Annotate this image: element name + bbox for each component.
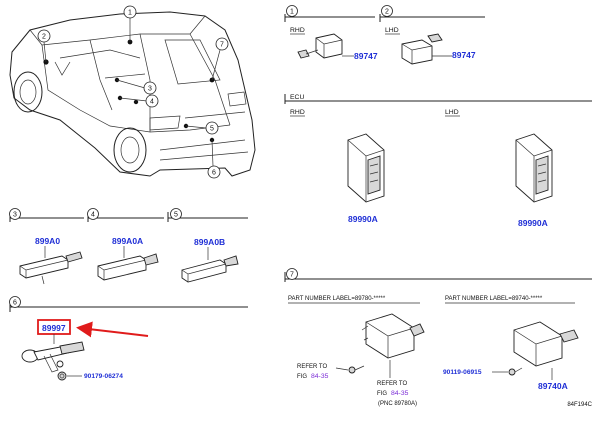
part-number-899a0[interactable]: 899A0 [35,236,60,246]
callout-1[interactable]: 1 [123,5,137,19]
red-arrow [76,321,149,338]
svg-text:REFER TO: REFER TO [297,364,327,370]
svg-text:3: 3 [148,86,152,93]
relay-module-rhd[interactable] [297,33,343,59]
svg-text:(PNC 89780A): (PNC 89780A) [378,401,417,407]
module-89740a[interactable] [513,321,579,367]
callout-6[interactable]: 6 [207,165,221,179]
svg-text:FIG: FIG [297,374,307,380]
svg-text:LHD: LHD [445,109,459,116]
bolt-left[interactable] [348,365,365,374]
callout-4[interactable]: 4 [145,94,159,108]
section-5: 5 899A0B [167,208,248,283]
module-89780a[interactable] [361,313,425,359]
svg-text:ECU: ECU [290,94,304,101]
part-number-90119-06915[interactable]: 90119-06915 [443,369,482,376]
part-number-899a0b[interactable]: 899A0B [194,237,225,247]
part-number-89997[interactable]: 89997 [42,323,66,333]
svg-text:4: 4 [150,99,154,106]
section-1: 1 RHD 89747 [284,5,378,61]
svg-text:3: 3 [13,212,17,219]
svg-text:7: 7 [290,272,294,279]
relay-module-lhd[interactable] [401,33,443,65]
ecu-module-lhd[interactable] [515,133,553,203]
bolt-90179[interactable] [57,371,67,381]
svg-text:4: 4 [91,212,95,219]
part-number-89740a[interactable]: 89740A [538,381,568,391]
section-3: 3 899A0 [9,208,84,285]
svg-text:REFER TO: REFER TO [377,381,407,387]
section-2: 2 LHD 89747 [379,5,485,65]
bolt-right[interactable] [508,367,523,376]
svg-text:6: 6 [13,300,17,307]
part-number-89747-rhd[interactable]: 89747 [354,51,378,61]
figure-code: 84F194C [567,402,592,408]
section-7: 7 PART NUMBER LABEL=89780-***** PART NUM… [284,268,592,407]
callout-5[interactable]: 5 [205,121,219,135]
svg-text:2: 2 [42,34,46,41]
callout-3[interactable]: 3 [143,81,157,95]
section-4: 4 899A0A [87,208,164,281]
label-89740: PART NUMBER LABEL=89740-***** [445,296,543,302]
svg-text:1: 1 [128,10,132,17]
svg-text:5: 5 [174,212,178,219]
callout-2[interactable]: 2 [37,29,51,43]
svg-text:FIG: FIG [377,391,387,397]
part-number-89747-lhd[interactable]: 89747 [452,50,476,60]
vehicle-illustration [9,11,256,177]
antenna-899a0a[interactable] [97,253,159,281]
svg-text:RHD: RHD [290,109,305,116]
label-89780: PART NUMBER LABEL=89780-***** [288,296,386,302]
svg-text:5: 5 [210,126,214,133]
part-number-90179-06274[interactable]: 90179-06274 [84,373,123,380]
antenna-899a0b[interactable] [181,255,239,283]
fig-ref-84-35-a[interactable]: 84-35 [311,373,329,380]
ecu-module-rhd[interactable] [347,133,385,203]
part-number-ecu-lhd[interactable]: 89990A [518,218,548,228]
fig-ref-84-35-b[interactable]: 84-35 [391,390,409,397]
section-6: 6 89997 90179-06274 [9,296,248,381]
part-number-ecu-rhd[interactable]: 89990A [348,214,378,224]
sensor-89997[interactable] [21,341,85,373]
svg-text:RHD: RHD [290,27,305,34]
svg-text:LHD: LHD [385,27,399,34]
callout-7[interactable]: 7 [215,37,229,51]
antenna-899a0[interactable] [19,251,83,285]
svg-text:6: 6 [212,170,216,177]
svg-text:2: 2 [385,9,389,16]
ecu-section: ECU RHD LHD 89990A 89990A [284,94,592,228]
svg-text:7: 7 [220,42,224,49]
part-number-899a0a[interactable]: 899A0A [112,236,143,246]
svg-text:1: 1 [290,9,294,16]
